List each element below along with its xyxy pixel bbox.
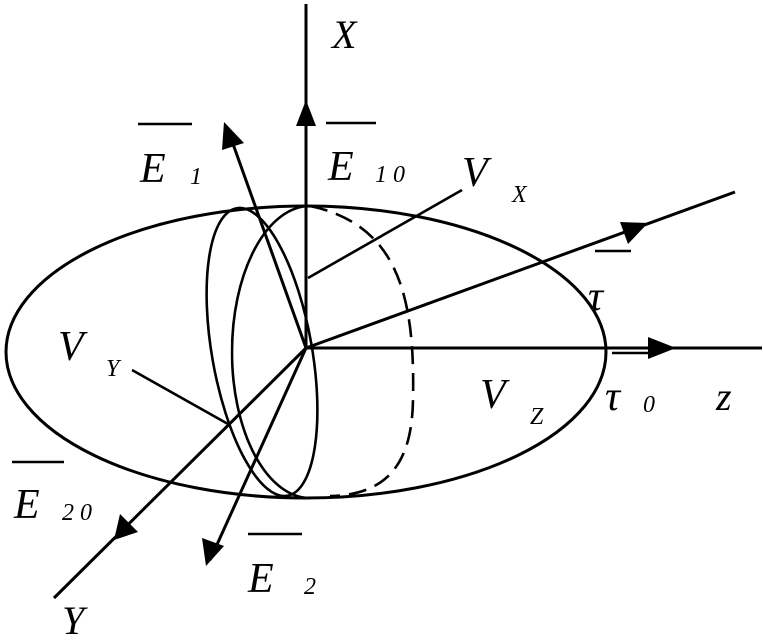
vy-pointer-line xyxy=(131,368,229,426)
e20-subscript: 2 0 xyxy=(62,500,92,526)
vy-subscript: Y xyxy=(106,356,122,382)
e10-label: E xyxy=(327,144,354,190)
tau0-subscript: 0 xyxy=(643,392,655,418)
z-axis-arrowhead xyxy=(648,337,676,359)
y-axis-label: Y xyxy=(62,598,88,641)
inner-ellipse-solid xyxy=(205,206,319,498)
e1-subscript: 1 xyxy=(190,164,202,190)
e2-vector-line xyxy=(208,347,308,561)
x-axis-arrowhead xyxy=(296,100,316,126)
vx-pointer-line xyxy=(307,188,463,280)
tau-label: τ xyxy=(588,274,605,320)
x-axis-label: X xyxy=(330,12,358,57)
e1-vector-line xyxy=(226,129,308,349)
tau-arrowhead xyxy=(620,222,648,244)
tau0-label: τ xyxy=(605,374,622,420)
y-axis-line xyxy=(52,346,308,600)
inner-ellipse-solid-2 xyxy=(232,206,388,498)
vz-label: V xyxy=(480,372,510,418)
e1-arrowhead xyxy=(222,122,244,150)
vx-subscript: X xyxy=(511,182,528,208)
vy-label: V xyxy=(58,324,88,370)
inner-ellipse-dashed xyxy=(309,204,415,498)
e2-arrowhead xyxy=(202,538,224,566)
vx-label: V xyxy=(462,150,492,196)
y-axis-arrowhead xyxy=(114,514,138,540)
tau-vector-line xyxy=(305,190,736,350)
z-axis-label: z xyxy=(715,374,732,419)
vz-subscript: Z xyxy=(530,404,544,430)
e20-label: E xyxy=(13,482,40,528)
e1-label: E xyxy=(139,146,166,192)
e2-subscript: 2 xyxy=(304,574,316,600)
e10-subscript: 1 0 xyxy=(375,162,405,188)
e2-label: E xyxy=(247,556,274,602)
